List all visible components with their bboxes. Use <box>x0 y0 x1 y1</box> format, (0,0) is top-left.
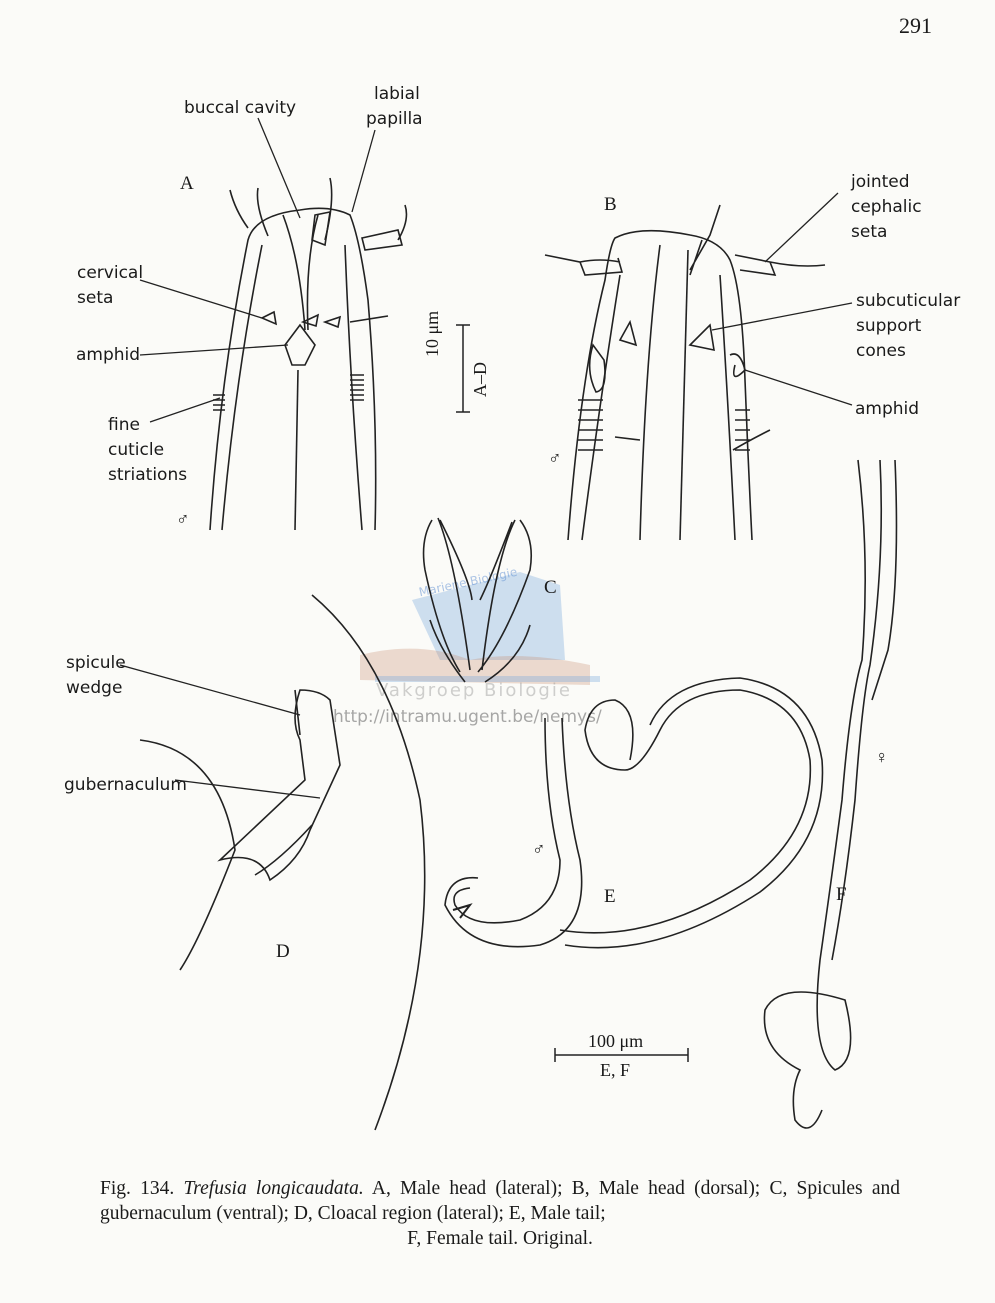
panel-label-b: B <box>604 194 617 215</box>
panel-b-head <box>544 204 826 541</box>
male-symbol-e: ♂ <box>532 839 546 859</box>
panel-label-a: A <box>180 173 194 194</box>
leader-lines <box>119 117 853 799</box>
scale-small-value: 10 μm <box>422 310 442 357</box>
watermark-url: http://intramu.ugent.be/nemys/ <box>333 707 602 727</box>
label-jointed-2: cephalic <box>851 197 922 217</box>
label-amphid-b: amphid <box>855 399 920 419</box>
panel-e-male-tail <box>444 677 824 949</box>
female-symbol-f: ♀ <box>875 747 889 767</box>
scale-large-panels: E, F <box>600 1060 631 1080</box>
panel-d-cloacal <box>139 594 426 1131</box>
label-jointed-3: seta <box>851 222 888 242</box>
panel-label-e: E <box>604 886 616 907</box>
watermark-line2: Vakgroep Biologie <box>376 680 572 701</box>
label-jointed-1: jointed <box>851 172 910 192</box>
scale-bars <box>456 324 689 1062</box>
label-fine-cuticle-2: cuticle <box>108 440 165 460</box>
label-buccal-cavity: buccal cavity <box>184 98 297 118</box>
caption-last-line: F, Female tail. Original. <box>407 1228 593 1249</box>
panel-label-c: C <box>544 577 557 598</box>
panel-label-f: F <box>836 884 847 905</box>
page-number: 291 <box>899 13 932 38</box>
caption-text: A, Male head (lateral); B, Male head (do… <box>100 1178 901 1224</box>
scale-large-value: 100 μm <box>588 1031 644 1051</box>
figure-caption: Fig. 134. Trefusia longicaudata. A, Male… <box>100 1176 900 1251</box>
label-subcuticular-2: support <box>856 316 922 336</box>
male-symbol-a: ♂ <box>176 509 190 529</box>
panel-a-head <box>209 177 408 531</box>
label-subcuticular-1: subcuticular <box>856 291 961 311</box>
label-fine-cuticle-1: fine <box>108 415 140 435</box>
label-amphid-a: amphid <box>76 345 141 365</box>
caption-species: Trefusia longicaudata. <box>183 1178 364 1199</box>
label-subcuticular-3: cones <box>856 341 906 361</box>
panel-f-female-tail <box>763 459 898 1129</box>
label-gubernaculum: gubernaculum <box>64 775 187 795</box>
label-spicule-wedge-2: wedge <box>66 678 123 698</box>
male-symbol-b: ♂ <box>548 448 562 468</box>
label-fine-cuticle-3: striations <box>108 465 188 485</box>
label-cervical-seta-2: seta <box>77 288 114 308</box>
scale-small-panels: A–D <box>470 362 490 397</box>
panel-c-spicules <box>422 517 533 683</box>
label-spicule-wedge-1: spicule <box>66 653 126 673</box>
label-labial-papilla-2: papilla <box>366 109 423 129</box>
label-cervical-seta-1: cervical <box>77 263 144 283</box>
panel-label-d: D <box>276 941 290 962</box>
label-labial-papilla-1: labial <box>374 84 420 104</box>
caption-fig-number: Fig. 134. <box>100 1178 175 1199</box>
